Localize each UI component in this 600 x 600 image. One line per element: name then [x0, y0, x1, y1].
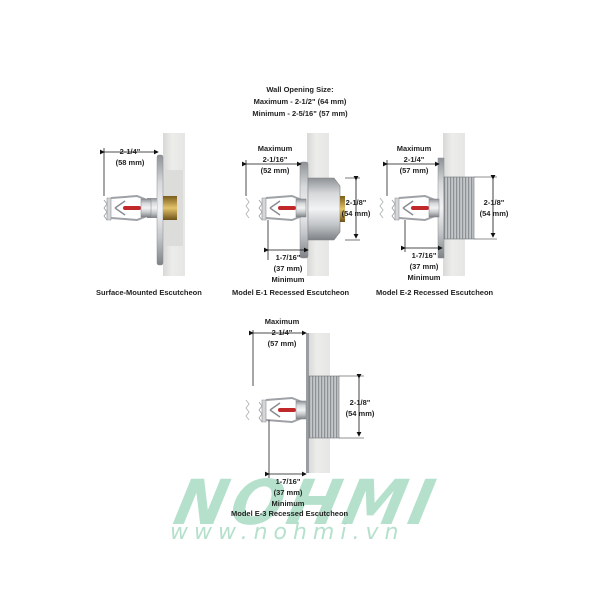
e3-side-dim: 2-1/8" (54 mm): [340, 397, 380, 419]
surface-top-dim: 2-1/4" (58 mm): [108, 146, 152, 168]
dim-mm: (37 mm): [273, 488, 303, 497]
dim-mm: (52 mm): [260, 166, 290, 175]
figure-model-e1: [242, 133, 360, 276]
wall-opening-header: Wall Opening Size: Maximum - 2-1/2" (64 …: [200, 84, 400, 120]
dim-mm: (54 mm): [479, 209, 509, 218]
caption-surface-mounted: Surface-Mounted Escutcheon: [96, 288, 202, 297]
dim-mm: (54 mm): [341, 209, 371, 218]
e2-side-dim: 2-1/8" (54 mm): [474, 197, 514, 219]
e2-top-dim: Maximum 2-1/4" (57 mm): [390, 143, 438, 176]
dim-inch: 1-7/16": [275, 477, 301, 486]
dim-inch: 2-1/8": [349, 398, 371, 407]
figure-model-e2: [379, 133, 497, 276]
e3-top-dim: Maximum 2-1/4" (57 mm): [258, 316, 306, 349]
wall-opening-title: Wall Opening Size:: [266, 85, 334, 94]
watermark-url: www.nohmi.vn: [170, 520, 405, 545]
dim-inch: 1-7/16": [275, 253, 301, 262]
dim-label: Minimum: [407, 273, 441, 282]
figure-surface-mounted: [100, 133, 185, 276]
dim-inch: 1-7/16": [411, 251, 437, 260]
dim-label: Minimum: [271, 275, 305, 284]
e1-side-dim: 2-1/8" (54 mm): [336, 197, 376, 219]
dim-mm: (37 mm): [273, 264, 303, 273]
dim-inch: 2-1/8": [345, 198, 367, 207]
dim-mm: (57 mm): [399, 166, 429, 175]
figure-model-e3: [245, 330, 364, 478]
caption-model-e2: Model E-2 Recessed Escutcheon: [376, 288, 494, 297]
e3-bottom-dim: 1-7/16" (37 mm) Minimum: [268, 476, 308, 509]
caption-model-e1: Model E-1 Recessed Escutcheon: [232, 288, 350, 297]
dim-inch: 2-1/4": [403, 155, 425, 164]
dim-label: Maximum: [396, 144, 432, 153]
dim-mm: (37 mm): [409, 262, 439, 271]
dim-inch: 2-1/4": [271, 328, 293, 337]
wall-opening-minimum: Minimum - 2-5/16" (57 mm): [252, 109, 348, 118]
dim-mm: (58 mm): [115, 158, 145, 167]
e1-bottom-dim: 1-7/16" (37 mm) Minimum: [268, 252, 308, 285]
dim-label: Minimum: [271, 499, 305, 508]
e2-bottom-dim: 1-7/16" (37 mm) Minimum: [404, 250, 444, 283]
wall-opening-maximum: Maximum - 2-1/2" (64 mm): [253, 97, 347, 106]
caption-model-e3: Model E-3 Recessed Escutcheon: [231, 509, 349, 518]
e1-top-dim: Maximum 2-1/16" (52 mm): [250, 143, 300, 176]
dim-inch: 2-1/8": [483, 198, 505, 207]
dim-inch: 2-1/16": [262, 155, 288, 164]
dim-label: Maximum: [257, 144, 293, 153]
dim-label: Maximum: [264, 317, 300, 326]
dim-mm: (57 mm): [267, 339, 297, 348]
dim-inch: 2-1/4": [119, 147, 141, 156]
dim-mm: (54 mm): [345, 409, 375, 418]
